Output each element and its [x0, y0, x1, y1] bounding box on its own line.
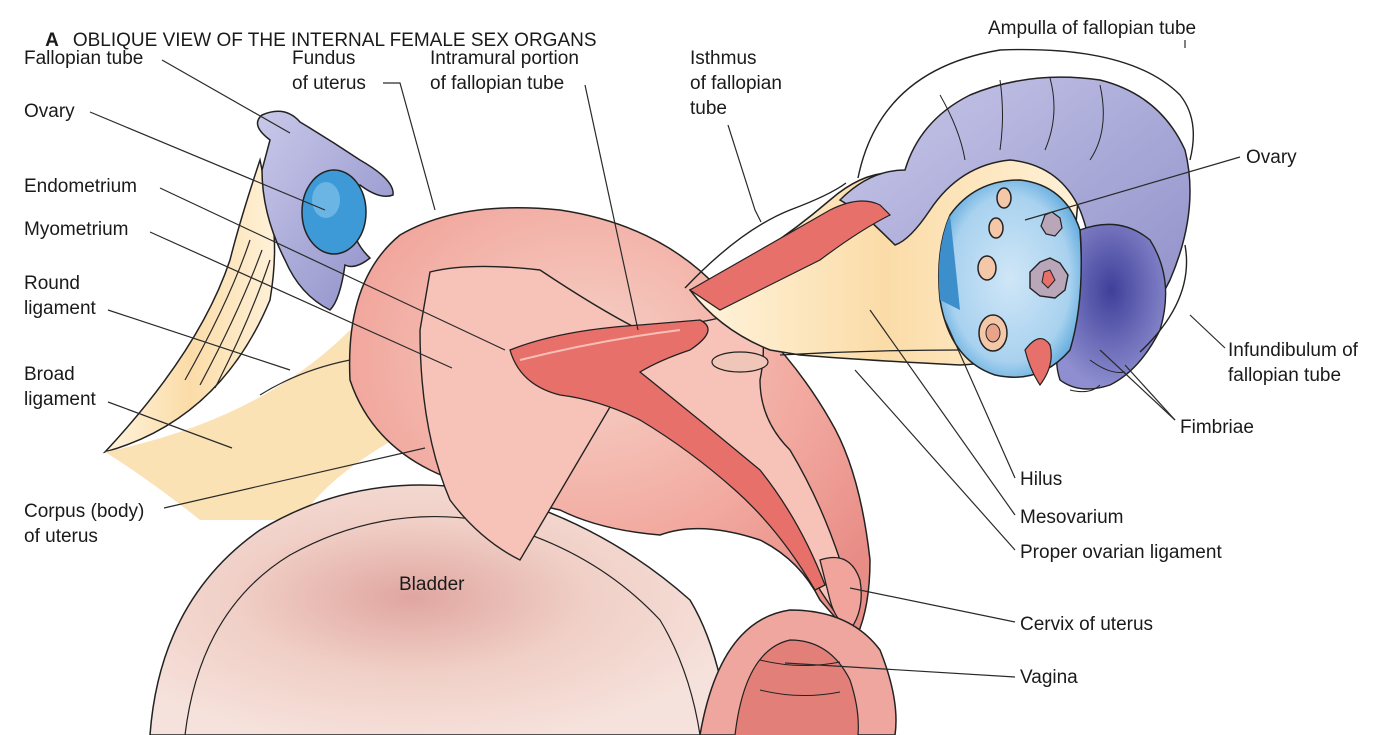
label-myometrium: Myometrium — [24, 219, 129, 240]
infundibulum-bracket — [1139, 244, 1188, 353]
label-endometrium: Endometrium — [24, 176, 137, 197]
label-hilus: Hilus — [1020, 469, 1063, 490]
ovarian-ligament-cut — [711, 351, 769, 373]
label-vagina: Vagina — [1020, 667, 1078, 688]
figure-letter: A — [45, 30, 59, 51]
label-round-ligament: Round ligament — [24, 273, 96, 319]
label-fallopian-tube: Fallopian tube — [24, 48, 144, 69]
label-ovary-right: Ovary — [1246, 147, 1297, 168]
isthmus-bracket — [684, 182, 847, 289]
corpus-albicans — [1040, 211, 1063, 237]
leader-lines — [89, 40, 1241, 678]
label-isthmus: Isthmus of fallopian tube — [690, 48, 782, 119]
proper-ovarian-ligament-tip — [1024, 338, 1052, 387]
ampulla-bracket — [857, 48, 1195, 179]
label-ovary-left: Ovary — [24, 101, 75, 122]
label-fundus: Fundus of uterus — [292, 48, 366, 94]
follicle — [977, 255, 997, 281]
label-corpus-uterus: Corpus (body) of uterus — [24, 501, 145, 547]
figure-title-text: OBLIQUE VIEW OF THE INTERNAL FEMALE SEX … — [72, 30, 597, 51]
label-infundibulum: Infundibulum of fallopian tube — [1228, 340, 1358, 386]
figure-title: A OBLIQUE VIEW OF THE INTERNAL FEMALE SEX… — [24, 8, 597, 74]
cervix — [819, 556, 862, 631]
follicle — [988, 217, 1004, 239]
label-mesovarium: Mesovarium — [1020, 507, 1124, 528]
endometrium — [509, 319, 826, 591]
label-fimbriae: Fimbriae — [1180, 417, 1254, 438]
label-broad-ligament: Broad ligament — [24, 364, 96, 410]
isthmus-channel — [688, 200, 892, 311]
follicle — [996, 187, 1012, 209]
broad-ligament-fill — [105, 330, 430, 520]
label-bladder: Bladder — [399, 574, 465, 595]
label-ampulla: Ampulla of fallopian tube — [988, 18, 1197, 39]
label-cervix: Cervix of uterus — [1020, 614, 1154, 635]
label-proper-ovarian-ligament: Proper ovarian ligament — [1020, 542, 1222, 563]
label-intramural-portion: Intramural portion of fallopian tube — [430, 48, 579, 94]
